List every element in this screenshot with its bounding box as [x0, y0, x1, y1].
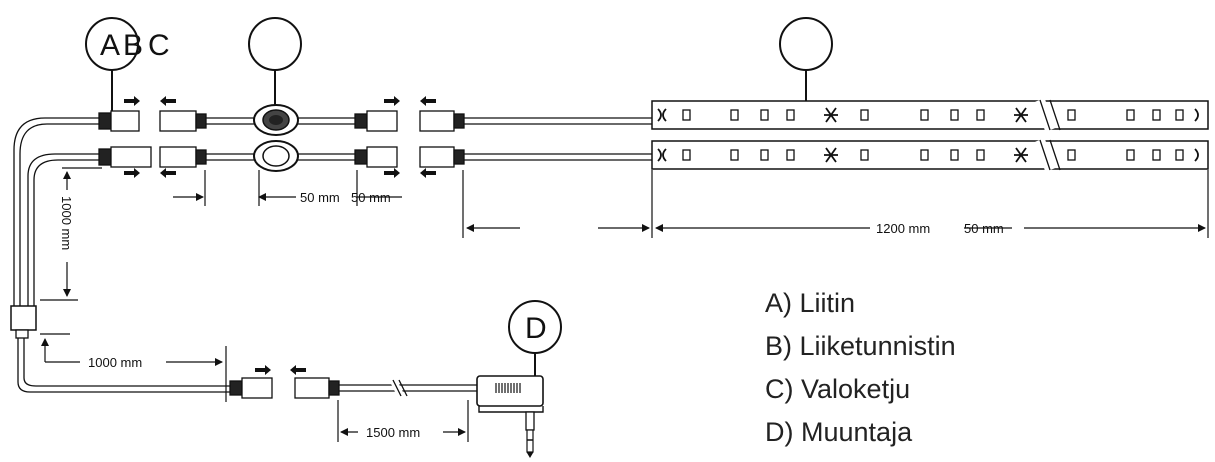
dim-transformer-cable: 1500 mm	[366, 425, 420, 440]
callout-sensor	[248, 17, 302, 112]
legend-item-d: D) Muuntaja	[765, 417, 913, 447]
callout-letter-a: A	[100, 29, 120, 62]
legend: A) Liitin B) Liiketunnistin C) Valoketju…	[765, 282, 956, 454]
sensor-row2	[253, 140, 299, 172]
callout-abc: A B C	[85, 17, 170, 114]
legend-item-c: C) Valoketju	[765, 374, 911, 404]
main-cable	[13, 117, 230, 393]
transformer-cable	[229, 377, 480, 399]
dim-sensor-left: 50 mm	[300, 190, 340, 205]
callout-transformer: D	[508, 300, 562, 378]
dimension-lines	[40, 167, 1209, 442]
row1-connectors	[98, 110, 655, 132]
legend-item-a: A) Liitin	[765, 288, 856, 318]
row2-connectors	[98, 146, 655, 168]
callout-letter-b: B	[123, 29, 143, 62]
sensor-row1	[253, 104, 299, 136]
dim-sensor-right: 50 mm	[351, 190, 391, 205]
direction-arrows	[124, 96, 436, 375]
legend-item-b: B) Liiketunnistin	[765, 331, 956, 361]
splitter-block	[10, 305, 37, 339]
callout-letter-c: C	[148, 29, 170, 62]
dim-horizontal-cable: 1000 mm	[88, 355, 142, 370]
callout-letter-d: D	[525, 312, 547, 345]
led-strip-1	[651, 98, 1209, 132]
led-strip-2	[651, 138, 1209, 172]
callout-strip	[779, 17, 833, 112]
dim-strip-length: 1200 mm	[876, 221, 930, 236]
transformer	[476, 375, 544, 458]
dim-vertical-cable: 1000 mm	[59, 196, 74, 250]
